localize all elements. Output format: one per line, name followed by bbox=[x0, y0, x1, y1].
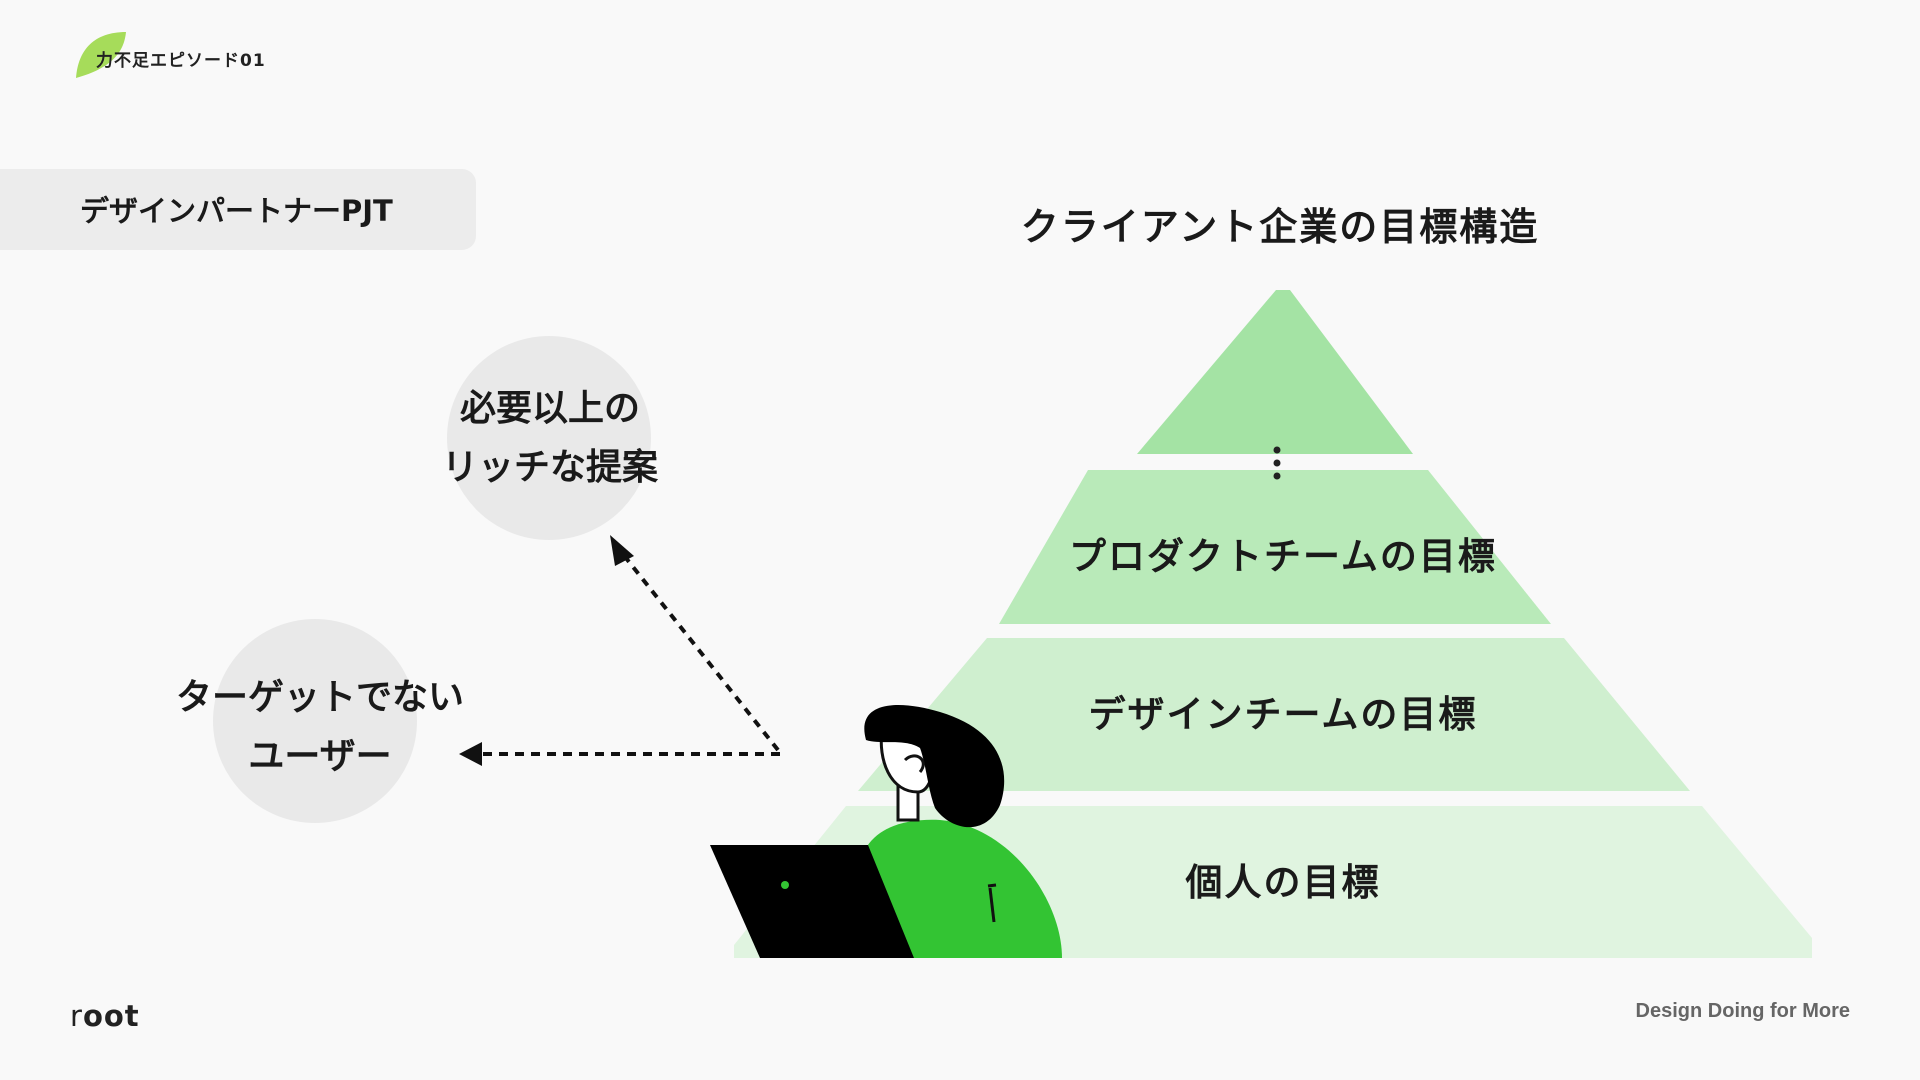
nontarget-bubble bbox=[213, 619, 417, 823]
leaf-logo-icon bbox=[76, 32, 126, 78]
proposal-bubble bbox=[447, 336, 651, 540]
pyramid-tier-top bbox=[1137, 290, 1413, 454]
pyramid-tier-design bbox=[858, 638, 1690, 791]
tier-label-product: プロダクトチームの目標 bbox=[1069, 535, 1497, 578]
project-tag-label: デザインパートナーPJT bbox=[80, 194, 393, 228]
proposal-text-line2: リッチな提案 bbox=[441, 447, 658, 488]
proposal-text-line1: 必要以上の bbox=[459, 388, 640, 429]
brand-logo: root bbox=[70, 999, 140, 1033]
project-tag bbox=[0, 169, 476, 250]
episode-title: 力不足エピソード01 bbox=[96, 51, 266, 71]
pyramid-title: クライアント企業の目標構造 bbox=[1020, 205, 1540, 249]
arrow-head-icon bbox=[459, 742, 482, 766]
arrow-to-proposal bbox=[620, 551, 780, 752]
brand-logo-r: r bbox=[70, 999, 83, 1033]
nontarget-text: ターゲットでない ユーザー bbox=[150, 668, 490, 786]
footer-tagline: Design Doing for More bbox=[1635, 1000, 1850, 1022]
tier-label-individual: 個人の目標 bbox=[1185, 861, 1381, 904]
ellipsis-dot bbox=[1273, 459, 1281, 467]
ellipsis-dot bbox=[1273, 472, 1281, 480]
brand-logo-rest: oot bbox=[82, 999, 140, 1033]
person-illustration bbox=[710, 705, 1062, 958]
pyramid-tier-product bbox=[999, 470, 1551, 624]
nontarget-text-line1: ターゲットでない bbox=[175, 677, 464, 718]
arrow-head-icon bbox=[610, 535, 634, 566]
nontarget-text-line2: ユーザー bbox=[248, 736, 392, 777]
proposal-text: 必要以上の リッチな提案 bbox=[400, 379, 700, 497]
ellipsis-dot bbox=[1273, 446, 1281, 454]
tier-label-design: デザインチームの目標 bbox=[1088, 693, 1478, 736]
